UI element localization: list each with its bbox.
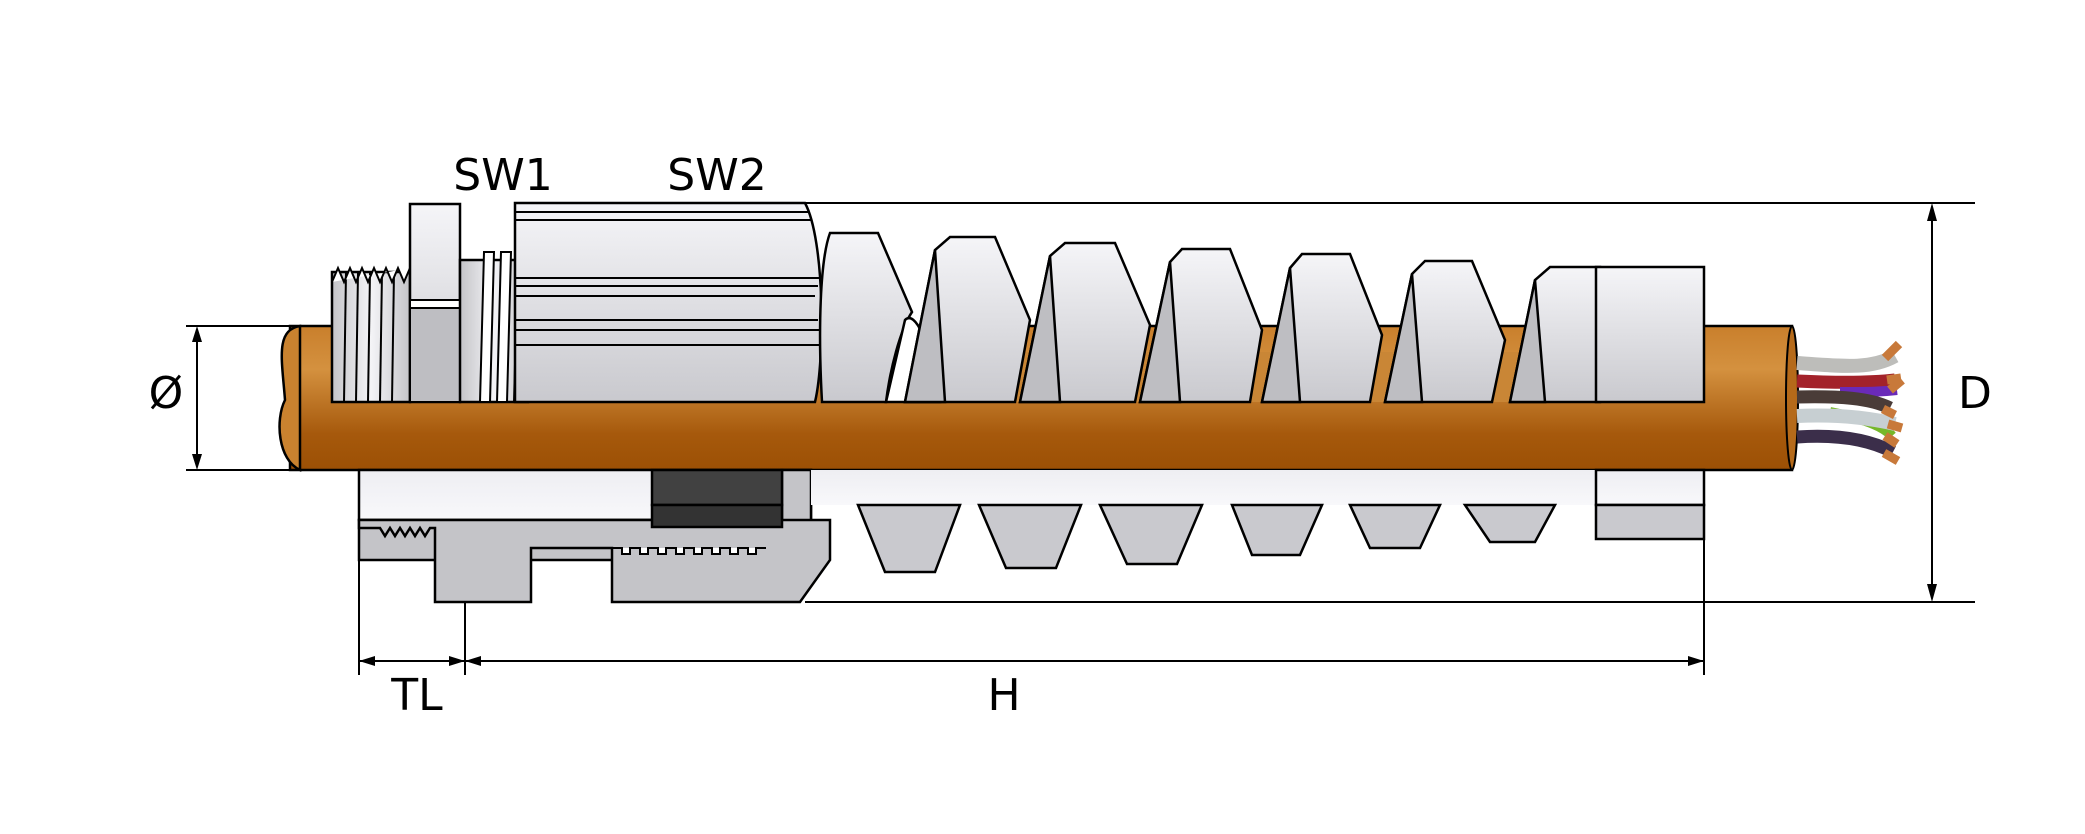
cable-wires [1796,340,1905,465]
spiral-turn [903,235,1032,404]
sw1-hex-nut [408,202,462,404]
seal-insert-lower [650,503,784,529]
spiral-turn [818,231,942,404]
tl-label: TL [390,670,443,721]
d-label: D [1958,368,1992,419]
gland-thread [330,265,412,404]
h-dimension: H [465,656,1704,721]
spiral-turn [1383,259,1507,404]
seal-insert [650,468,784,507]
sw2-label: SW2 [667,150,766,201]
tl-dimension: TL [359,656,465,721]
spiral-upper [818,231,1706,404]
gland-lower-section [357,468,832,604]
spiral-turn [1260,252,1384,404]
end-sleeve-upper [1594,265,1706,404]
spiral-turn [1018,241,1152,404]
h-label: H [987,670,1020,721]
d-dimension: D [1927,203,1992,602]
spiral-turn [1508,265,1602,404]
sw2-cap-nut [513,201,823,404]
diameter-dimension: Ø [149,326,202,470]
spiral-lower [811,468,1706,574]
diameter-label: Ø [149,368,184,419]
spiral-turn [1138,247,1264,404]
sw1-label: SW1 [453,150,552,201]
